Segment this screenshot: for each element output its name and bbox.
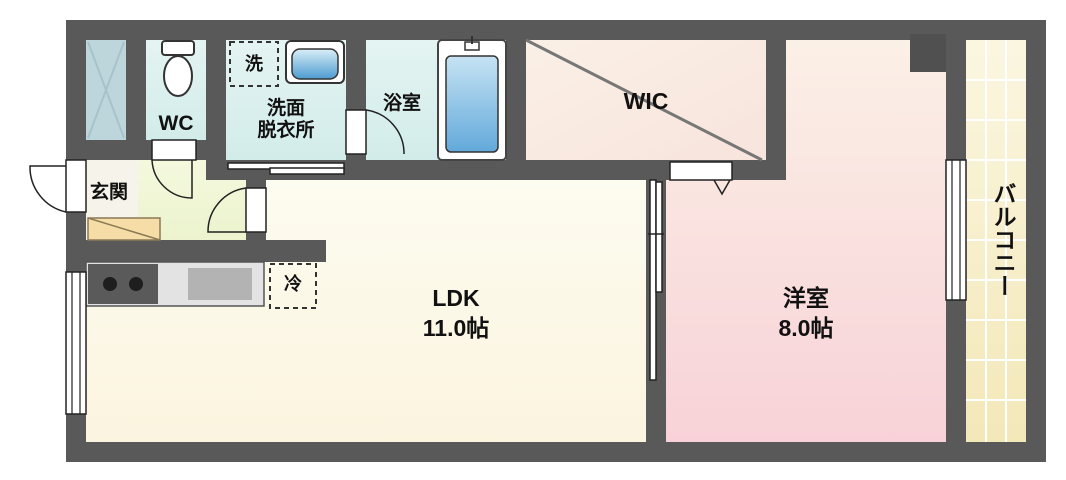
washbasin-icon (285, 40, 345, 84)
bedroom-size-label: 8.0帖 (778, 315, 834, 341)
ldk-bedroom-sliding-door[interactable] (648, 179, 664, 381)
washing-machine-label: 洗 (245, 54, 263, 74)
bathtub-icon (437, 36, 507, 161)
wall-wc-washroom (206, 40, 226, 180)
refrigerator-box (269, 263, 317, 309)
wc-door[interactable] (151, 139, 197, 199)
ldk-name-label: LDK (432, 285, 480, 311)
kitchen-counter (85, 261, 265, 307)
front-door[interactable] (29, 159, 87, 213)
washroom-sliding-door[interactable] (227, 162, 345, 175)
bedroom-name-label: 洋室 (783, 285, 829, 311)
entrance-label: 玄関 (89, 182, 128, 203)
wall-pillar (910, 34, 946, 72)
wall-entrance-ldk (86, 240, 326, 262)
wc-label: WC (158, 112, 194, 135)
refrigerator-label: 冷 (284, 274, 302, 294)
wic-shelf-line (525, 38, 763, 162)
ldk-size-label: 11.0帖 (422, 315, 490, 341)
closet-cross (87, 41, 125, 139)
shoe-cabinet (87, 217, 161, 241)
toilet-icon (161, 40, 195, 97)
wic-door[interactable] (669, 161, 733, 196)
window-west (65, 271, 87, 415)
bathroom-label: 浴室 (382, 93, 421, 114)
wall-wic-right (766, 40, 786, 180)
hall-door[interactable] (207, 187, 267, 233)
bathroom-door[interactable] (345, 109, 405, 155)
balcony-grid (966, 40, 1026, 442)
washroom-label: 洗面 脱衣所 (257, 98, 315, 141)
wic-label: WIC (623, 88, 669, 114)
window-balcony (945, 159, 967, 301)
wall-closet-wc (126, 40, 146, 140)
wall-bath-wic (506, 40, 526, 170)
balcony-label: バルコニー (990, 182, 1016, 297)
washing-machine-box (229, 41, 279, 87)
